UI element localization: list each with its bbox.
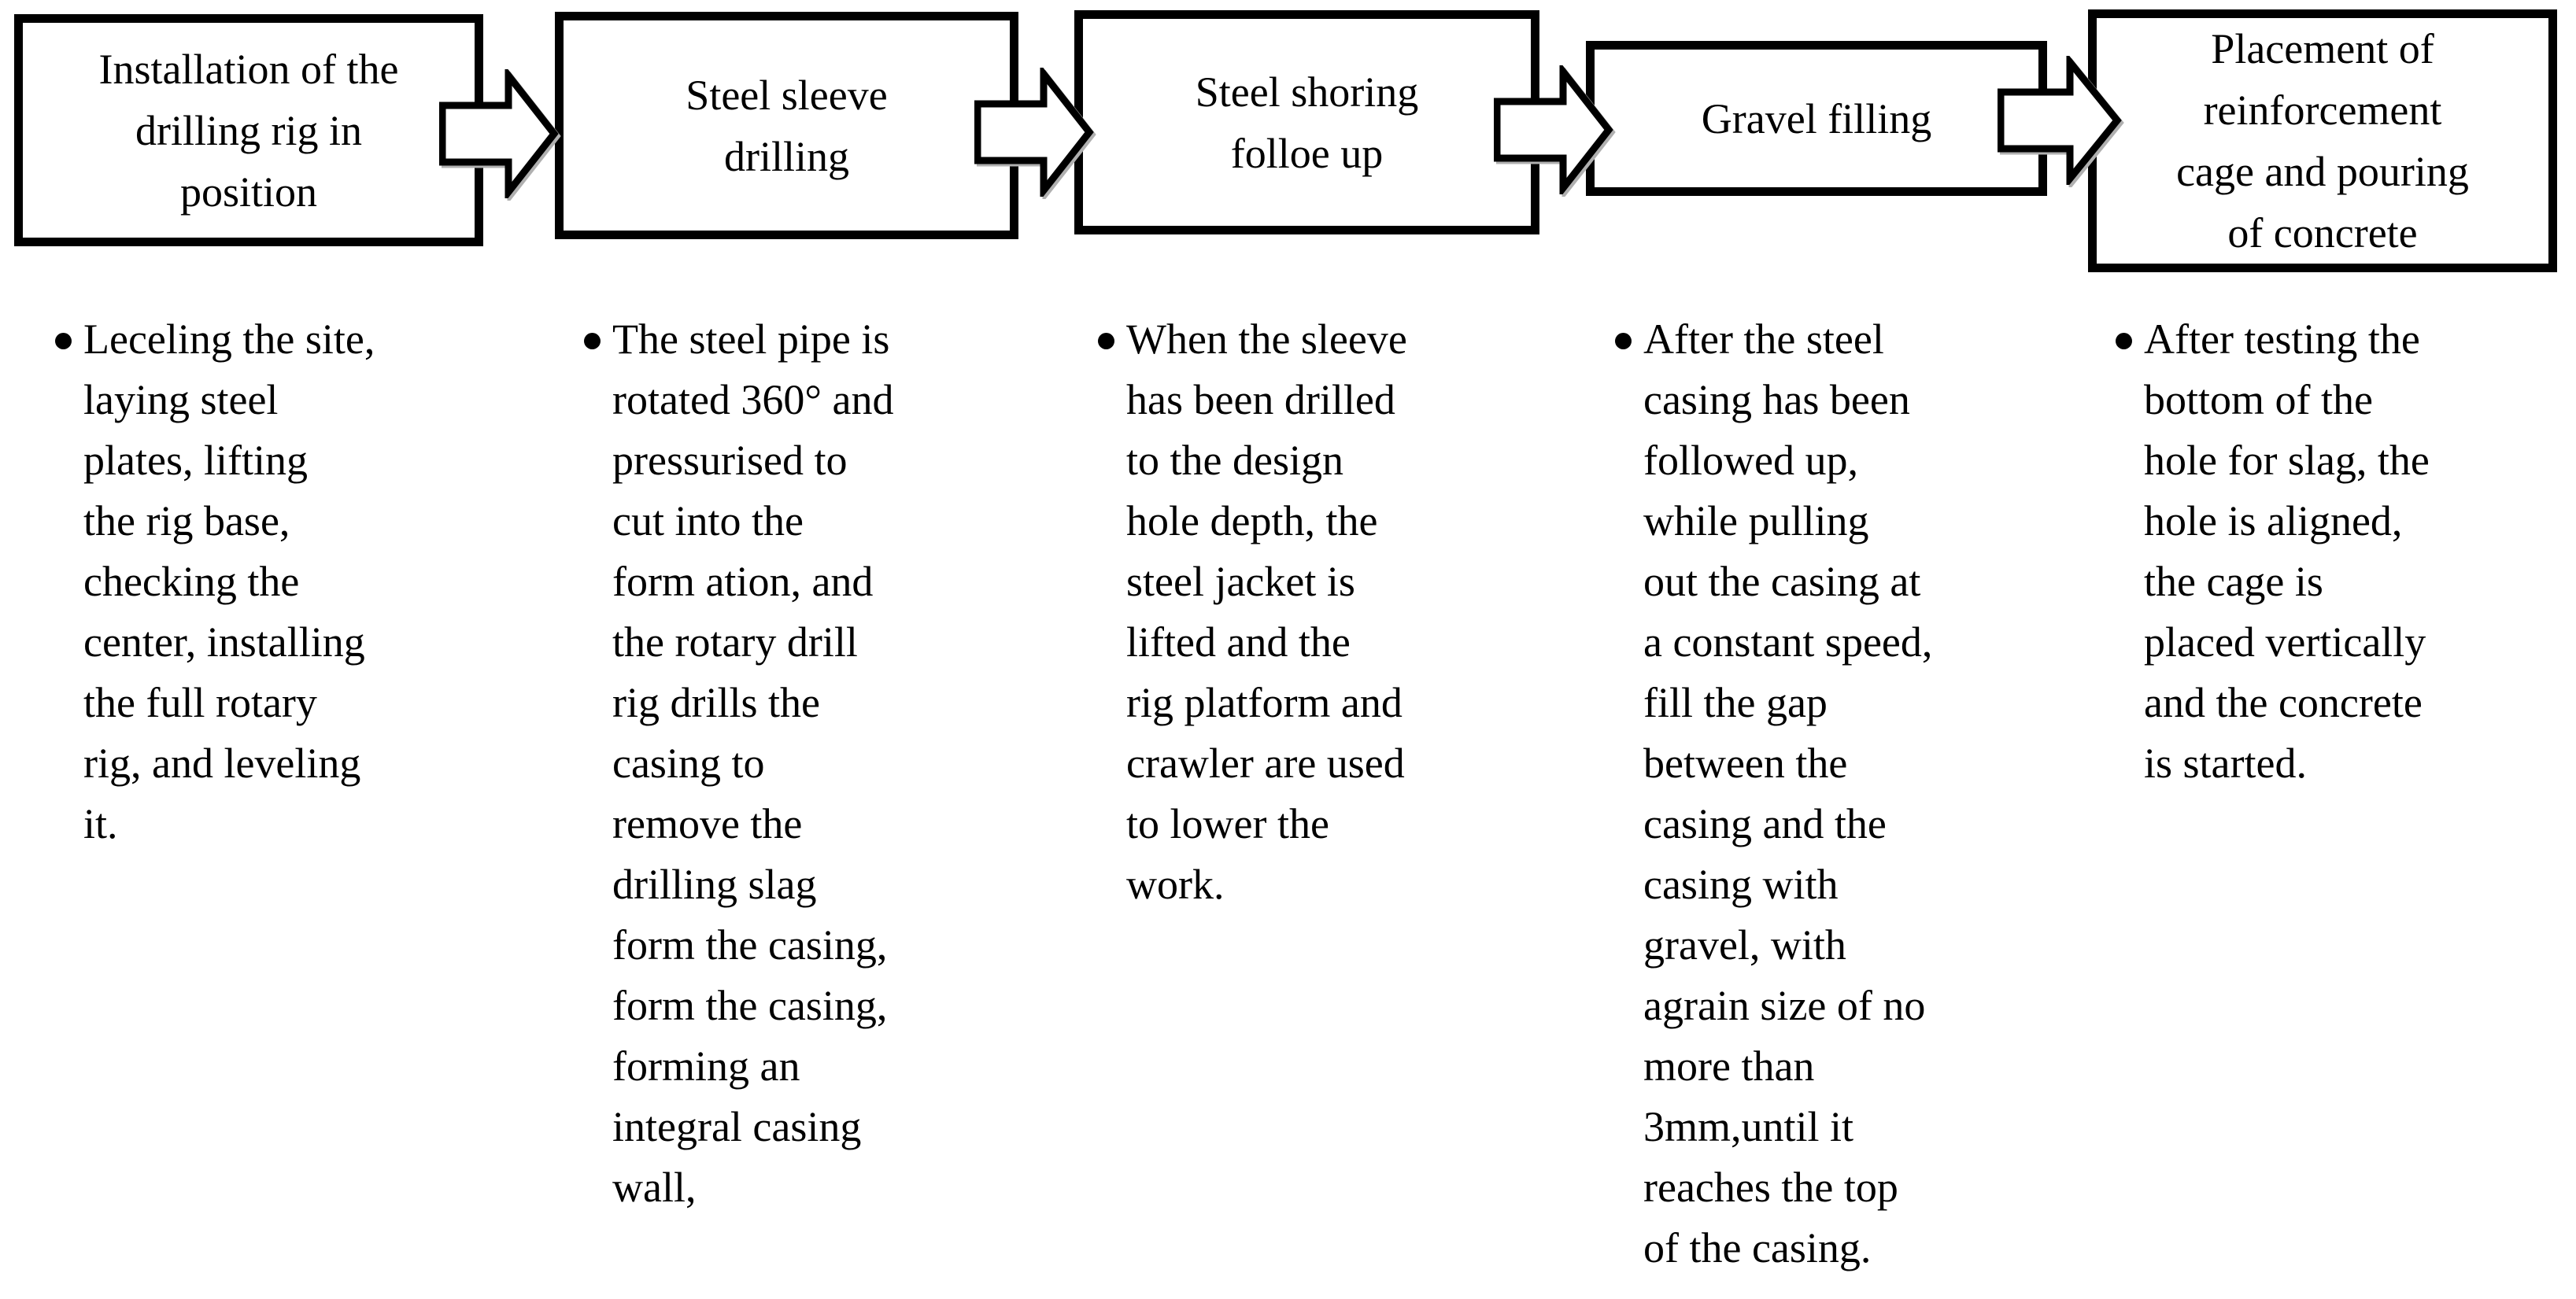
right-arrow-icon xyxy=(1998,56,2122,185)
step-title-4: Gravel filling xyxy=(1701,94,1932,142)
step-description-5: After testing the bottom of the hole for… xyxy=(2116,309,2509,794)
step-box-1: Installation of the drilling rig in posi… xyxy=(14,14,483,246)
bullet-icon xyxy=(2116,333,2132,349)
right-arrow-icon xyxy=(439,69,559,198)
step-detail-text-4: After the steel casing has been followed… xyxy=(1643,316,1933,1271)
right-arrow-icon xyxy=(974,68,1094,197)
bullet-icon xyxy=(584,333,601,349)
step-title-5: Placement of reinforcement cage and pour… xyxy=(2176,25,2469,256)
step-description-1: Leceling the site, laying steel plates, … xyxy=(55,309,433,854)
bullet-icon xyxy=(1615,333,1632,349)
step-box-2: Steel sleeve drilling xyxy=(555,12,1018,239)
step-description-3: When the sleeve has been drilled to the … xyxy=(1098,309,1491,915)
step-box-4: Gravel filling xyxy=(1586,41,2047,196)
step-detail-text-3: When the sleeve has been drilled to the … xyxy=(1126,316,1407,908)
step-detail-text-5: After testing the bottom of the hole for… xyxy=(2144,316,2430,787)
step-box-3: Steel shoring folloe up xyxy=(1074,10,1539,234)
right-arrow-icon xyxy=(1494,65,1613,194)
step-description-2: The steel pipe is rotated 360° and press… xyxy=(584,309,962,1218)
step-box-5: Placement of reinforcement cage and pour… xyxy=(2088,9,2557,272)
step-description-4: After the steel casing has been followed… xyxy=(1615,309,2001,1279)
step-detail-text-1: Leceling the site, laying steel plates, … xyxy=(83,316,375,847)
step-title-1: Installation of the drilling rig in posi… xyxy=(98,45,399,216)
step-title-3: Steel shoring folloe up xyxy=(1195,68,1419,177)
bullet-icon xyxy=(1098,333,1114,349)
step-title-2: Steel sleeve drilling xyxy=(686,71,888,180)
step-detail-text-2: The steel pipe is rotated 360° and press… xyxy=(612,316,894,1211)
bullet-icon xyxy=(55,333,72,349)
